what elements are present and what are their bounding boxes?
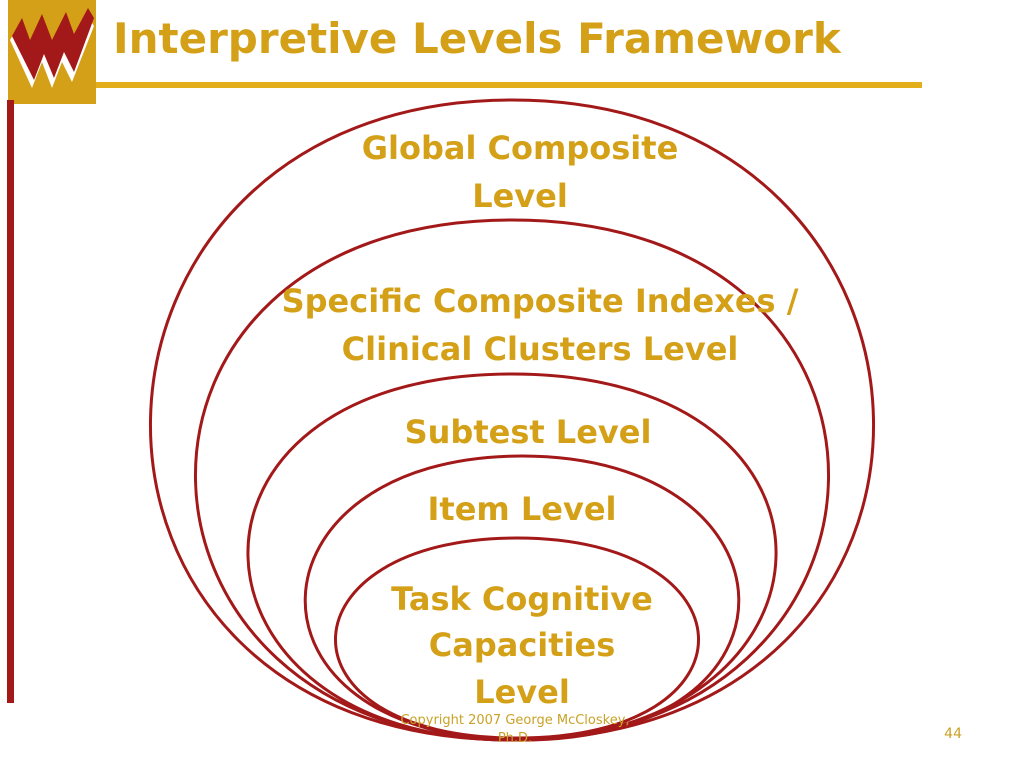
slide-title: Interpretive Levels Framework [113, 14, 841, 63]
level-label-task-cognitive: Task Cognitive Capacities Level [372, 576, 672, 715]
level-label-line: Global Composite [361, 129, 679, 167]
page-number: 44 [944, 726, 962, 742]
level-label-line: Clinical Clusters Level [341, 330, 739, 368]
level-label-line: Specific Composite Indexes / [281, 282, 799, 320]
copyright-line: Ph.D. [497, 730, 533, 746]
ellipse-item [303, 454, 741, 742]
level-label-line: Level [474, 672, 570, 711]
copyright-footer: Copyright 2007 George McCloskey, Ph.D. [370, 712, 660, 747]
level-label-line: Level [472, 177, 568, 215]
copyright-line: Copyright 2007 George McCloskey, [400, 713, 630, 728]
level-label-line: Capacities [428, 626, 616, 665]
level-label-line: Subtest Level [404, 413, 652, 451]
title-underline [96, 82, 922, 88]
level-label-specific-composite: Specific Composite Indexes / Clinical Cl… [240, 277, 840, 373]
level-label-line: Task Cognitive [391, 580, 653, 618]
level-label-item: Item Level [372, 485, 672, 533]
ellipse-task-cognitive [334, 536, 700, 740]
level-label-line: Item Level [427, 490, 617, 528]
w-logo-icon [8, 0, 96, 104]
level-label-subtest: Subtest Level [328, 408, 728, 456]
left-vertical-rule [7, 100, 14, 703]
level-label-global-composite: Global Composite Level [280, 124, 760, 220]
